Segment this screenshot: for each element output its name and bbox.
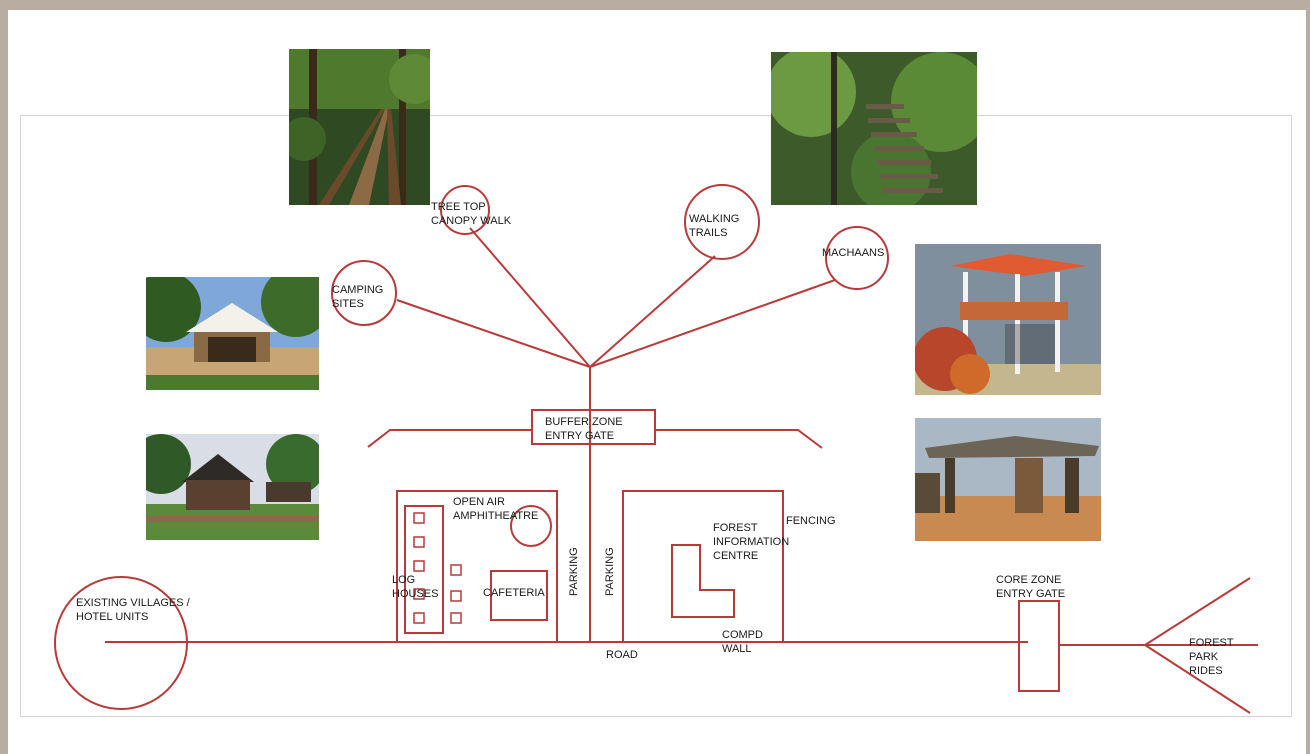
label-core-entry: ENTRY GATE: [996, 588, 1065, 600]
label-canopy-walk: CANOPY WALK: [431, 215, 512, 227]
label-open-air: OPEN AIR: [453, 496, 505, 508]
background-strip-right: [1306, 0, 1310, 754]
buffer-fence-right: [655, 429, 823, 449]
background-strip-top: [0, 0, 1310, 10]
spoke-machaans: [589, 279, 836, 368]
amphitheatre-circle: [510, 505, 552, 547]
label-forest-rides: FOREST: [1189, 637, 1234, 649]
label-cafeteria: CAFETERIA: [483, 587, 545, 599]
spokes: [396, 227, 836, 642]
camping-tent-photo: [146, 277, 319, 390]
machaan-tower-photo: [915, 244, 1101, 395]
walking-trail-photo: [771, 52, 977, 205]
label-park: PARK: [1189, 651, 1219, 663]
canopy-walk-circle: [440, 185, 490, 235]
label-forest: FOREST: [713, 522, 758, 534]
label-centre: CENTRE: [713, 550, 758, 562]
right-compound: [622, 490, 784, 642]
label-compd: COMPD: [722, 629, 763, 641]
label-walking: WALKING: [689, 213, 739, 225]
walking-trails-circle: [684, 184, 760, 260]
label-buffer-entry: ENTRY GATE: [545, 430, 614, 442]
background-strip-left: [0, 0, 8, 754]
forest-rides-arrow: [1143, 577, 1251, 714]
canopy-walk-photo: [289, 49, 430, 205]
label-parking-right: PARKING: [604, 547, 616, 596]
label-buffer-zone: BUFFER ZONE: [545, 416, 623, 428]
buffer-fence-left: [367, 429, 532, 448]
entry-gate-photo: [915, 418, 1101, 541]
label-parking-left: PARKING: [568, 547, 580, 596]
camping-sites-circle: [331, 260, 397, 326]
label-core-zone: CORE ZONE: [996, 574, 1061, 586]
buffer-zone-box: [531, 409, 656, 445]
core-zone-gate-box: [1018, 600, 1060, 692]
label-hotel-units: HOTEL UNITS: [76, 611, 148, 623]
label-fencing: FENCING: [786, 515, 836, 527]
label-existing-villages: EXISTING VILLAGES /: [76, 597, 191, 609]
log-house-photo: [146, 434, 319, 540]
spoke-canopy: [469, 227, 591, 368]
label-road: ROAD: [606, 649, 638, 661]
label-camping: CAMPING: [332, 284, 383, 296]
log-house-units: [413, 512, 462, 624]
label-houses: HOUSES: [392, 588, 438, 600]
label-trails: TRAILS: [689, 227, 728, 239]
machaans-circle: [825, 226, 889, 290]
label-machaans: MACHAANS: [822, 247, 884, 259]
spoke-camping: [396, 299, 591, 368]
spoke-trails: [589, 255, 716, 368]
label-wall: WALL: [722, 643, 752, 655]
label-information: INFORMATION: [713, 536, 789, 548]
label-log: LOG: [392, 574, 415, 586]
cafeteria-box: [490, 570, 548, 621]
log-houses-block: [404, 505, 444, 634]
label-amphitheatre: AMPHITHEATRE: [453, 510, 538, 522]
info-centre-building: [671, 544, 735, 618]
label-tree-top: TREE TOP: [431, 201, 486, 213]
label-sites: SITES: [332, 298, 364, 310]
label-rides: RIDES: [1189, 665, 1223, 677]
